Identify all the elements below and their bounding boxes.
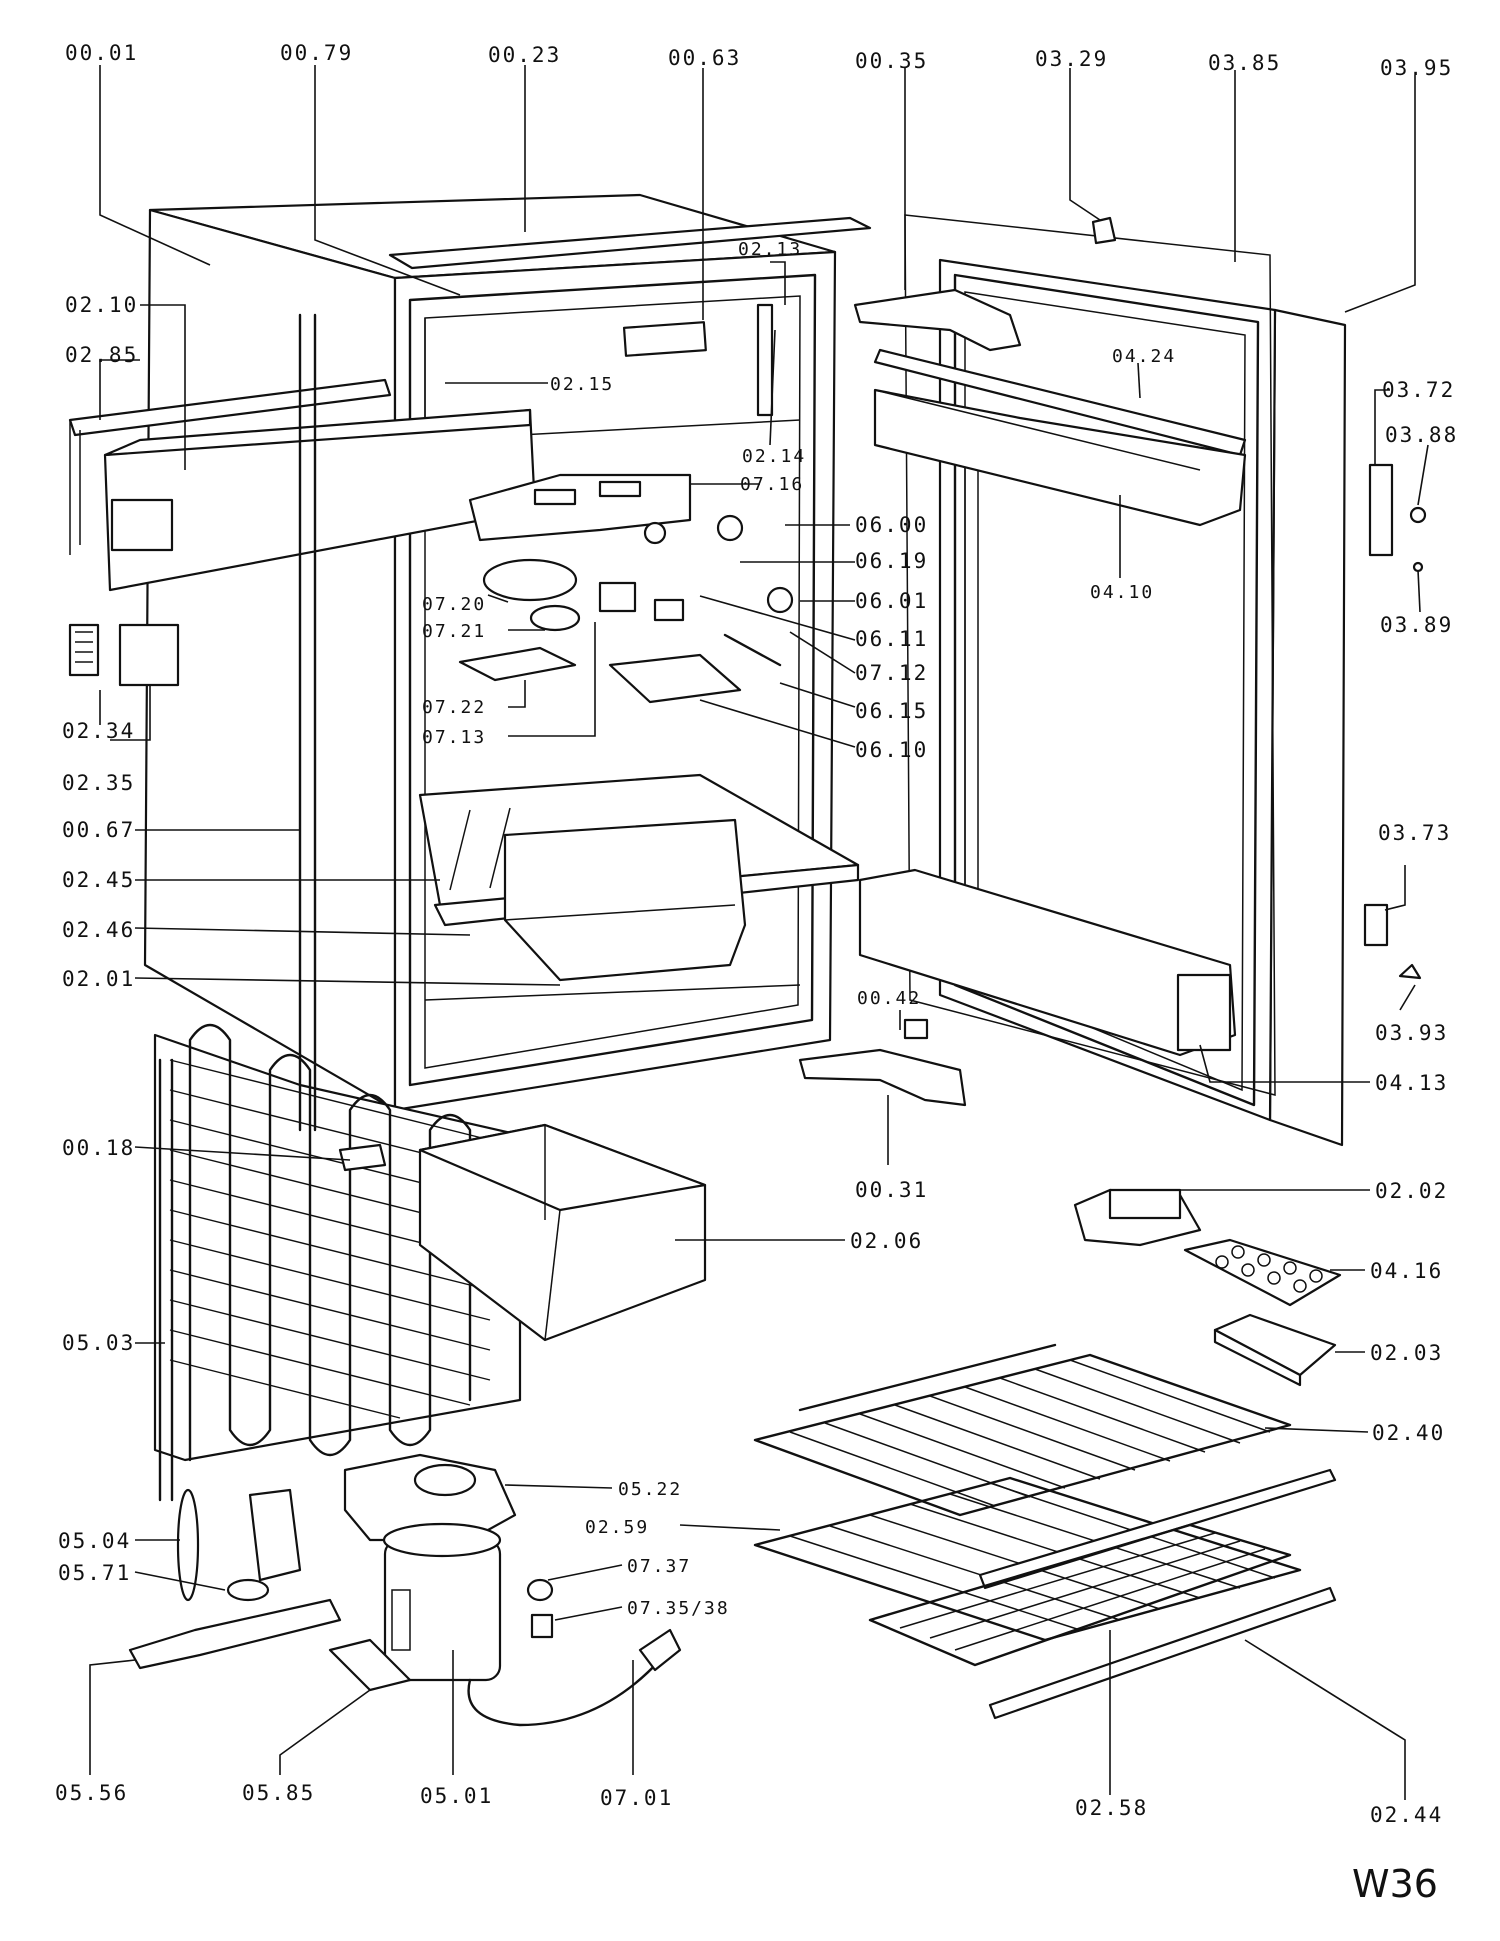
label-00-01: 00.01 bbox=[65, 41, 138, 65]
label-04-24: 04.24 bbox=[1112, 346, 1176, 367]
label-07-35-38: 07.35/38 bbox=[627, 1598, 730, 1619]
label-03-72: 03.72 bbox=[1382, 378, 1455, 402]
wire-shelves bbox=[753, 1343, 1337, 1720]
label-02-13: 02.13 bbox=[738, 239, 802, 260]
label-03-85: 03.85 bbox=[1208, 51, 1281, 75]
label-00-18: 00.18 bbox=[62, 1136, 135, 1160]
label-00-63: 00.63 bbox=[668, 46, 741, 70]
label-03-29: 03.29 bbox=[1035, 47, 1108, 71]
label-07-21: 07.21 bbox=[422, 621, 486, 642]
label-06-10: 06.10 bbox=[855, 738, 928, 762]
label-03-95: 03.95 bbox=[1380, 56, 1453, 80]
label-06-15: 06.15 bbox=[855, 699, 928, 723]
light-thermostat-assembly bbox=[458, 473, 794, 704]
label-04-13: 04.13 bbox=[1375, 1071, 1448, 1095]
label-05-01: 05.01 bbox=[420, 1784, 493, 1808]
label-03-73: 03.73 bbox=[1378, 821, 1451, 845]
label-05-56: 05.56 bbox=[55, 1781, 128, 1805]
label-06-01: 06.01 bbox=[855, 589, 928, 613]
callout-labels: 00.01 00.79 00.23 00.63 00.35 03.29 03.8… bbox=[55, 41, 1458, 1906]
label-02-46: 02.46 bbox=[62, 918, 135, 942]
label-07-13: 07.13 bbox=[422, 727, 486, 748]
label-02-10: 02.10 bbox=[65, 293, 138, 317]
label-02-44: 02.44 bbox=[1370, 1803, 1443, 1827]
label-03-93: 03.93 bbox=[1375, 1021, 1448, 1045]
drawer-part-0206 bbox=[418, 1123, 707, 1342]
label-02-58: 02.58 bbox=[1075, 1796, 1148, 1820]
label-00-31: 00.31 bbox=[855, 1178, 928, 1202]
label-07-12: 07.12 bbox=[855, 661, 928, 685]
label-00-67: 00.67 bbox=[62, 818, 135, 842]
label-02-14: 02.14 bbox=[742, 446, 806, 467]
label-05-85: 05.85 bbox=[242, 1781, 315, 1805]
label-05-22: 05.22 bbox=[618, 1479, 682, 1500]
accessories-right bbox=[1073, 463, 1427, 1387]
label-02-01: 02.01 bbox=[62, 967, 135, 991]
label-02-35: 02.35 bbox=[62, 771, 135, 795]
label-02-06: 02.06 bbox=[850, 1229, 923, 1253]
label-00-35: 00.35 bbox=[855, 49, 928, 73]
label-03-88: 03.88 bbox=[1385, 423, 1458, 447]
label-07-22: 07.22 bbox=[422, 697, 486, 718]
label-04-16: 04.16 bbox=[1370, 1259, 1443, 1283]
label-05-71: 05.71 bbox=[58, 1561, 131, 1585]
label-02-02: 02.02 bbox=[1375, 1179, 1448, 1203]
label-06-19: 06.19 bbox=[855, 549, 928, 573]
label-00-23: 00.23 bbox=[488, 43, 561, 67]
label-05-04: 05.04 bbox=[58, 1529, 131, 1553]
compressor-assembly bbox=[128, 1453, 682, 1727]
label-07-20: 07.20 bbox=[422, 594, 486, 615]
label-06-00: 06.00 bbox=[855, 513, 928, 537]
label-07-01: 07.01 bbox=[600, 1786, 673, 1810]
label-02-34: 02.34 bbox=[62, 719, 135, 743]
label-02-59: 02.59 bbox=[585, 1517, 649, 1538]
label-07-37: 07.37 bbox=[627, 1556, 691, 1577]
label-02-03: 02.03 bbox=[1370, 1341, 1443, 1365]
label-02-40: 02.40 bbox=[1372, 1421, 1445, 1445]
label-00-79: 00.79 bbox=[280, 41, 353, 65]
label-07-16: 07.16 bbox=[740, 474, 804, 495]
label-02-15: 02.15 bbox=[550, 374, 614, 395]
label-00-42: 00.42 bbox=[857, 988, 921, 1009]
label-05-03: 05.03 bbox=[62, 1331, 135, 1355]
label-03-89: 03.89 bbox=[1380, 613, 1453, 637]
leader-lines bbox=[89, 65, 1429, 1800]
label-02-85: 02.85 bbox=[65, 343, 138, 367]
door bbox=[798, 214, 1347, 1147]
cabinet-body bbox=[143, 193, 872, 1112]
diagram-code: W36 bbox=[1352, 1862, 1438, 1906]
label-06-11: 06.11 bbox=[855, 627, 928, 651]
label-04-10: 04.10 bbox=[1090, 582, 1154, 603]
handle-strip-parts bbox=[68, 378, 537, 687]
label-02-45: 02.45 bbox=[62, 868, 135, 892]
